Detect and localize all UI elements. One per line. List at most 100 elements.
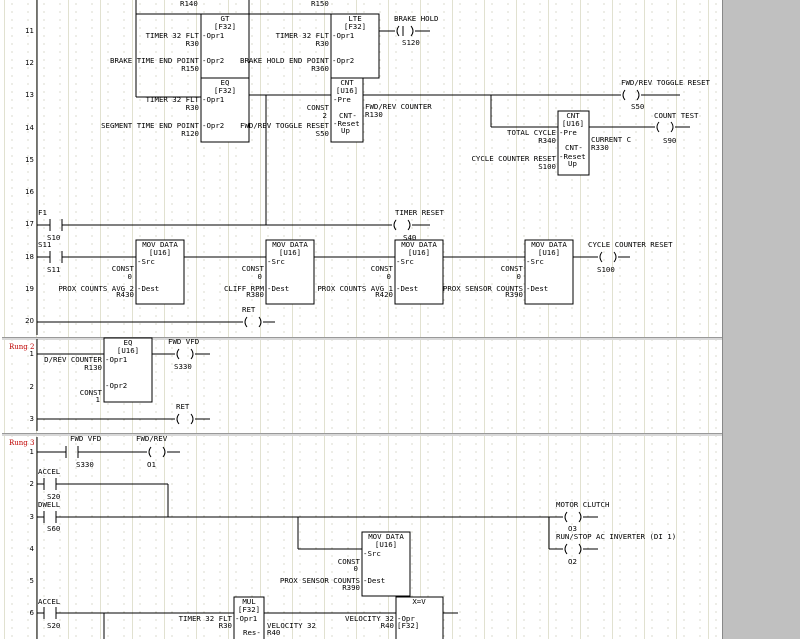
pin-label: -Opr2 [332,56,354,65]
block-title: MOV DATA [401,240,437,249]
pin-label: -Opr2 [202,121,224,130]
mov-data-block[interactable] [524,239,574,305]
block-type: [U16] [562,119,584,128]
coil-label: FWD VFD [168,337,199,346]
pin-label: -Dest [137,284,159,293]
row-number: 14 [25,124,34,132]
row-number: 18 [25,253,34,261]
row-number: 11 [25,27,34,35]
rung-label[interactable]: Rung 2 [9,343,35,351]
pin-label: -Src [526,257,544,266]
contact-label: F1 [38,208,47,217]
row-number: 1 [29,350,34,358]
const-label: CONST [307,103,330,112]
mov-data-block[interactable] [265,239,315,305]
dest-label: PROX COUNTS AVG 2 [58,284,134,293]
eq-block[interactable] [200,77,250,143]
dest-label: PROX SENSOR COUNTS [280,576,360,585]
pin-label: -Src [137,257,155,266]
counter-block-2[interactable] [557,110,590,176]
eq-block-2[interactable] [103,337,153,403]
pin-label: -Src [396,257,414,266]
block-title: EQ [124,338,133,347]
coil-address: S120 [402,38,420,47]
output-label: VELOCITY 32 [267,621,316,630]
reg-label: R380 [246,290,264,299]
contact-label: FWD VFD [70,434,101,443]
coil-address: S330 [174,362,192,371]
block-title: MOV DATA [531,240,567,249]
reg-label: S50 [316,129,329,138]
block-type: [U16] [336,86,358,95]
const-value: 2 [323,111,327,120]
block-title: CNT [566,111,580,120]
reg-label: R390 [505,290,523,299]
mul-block[interactable] [233,596,265,639]
row-number: 5 [29,577,34,585]
contact-address: S20 [47,621,60,630]
right-panel [722,0,800,639]
coil-address: S90 [663,136,676,145]
block-title: X=V [412,597,426,606]
rung-label[interactable]: Rung 3 [9,439,35,447]
input-label: D/REV COUNTER [44,355,102,364]
pin-label: Up [568,159,577,168]
coil-address: O2 [568,557,577,566]
const-value: 0 [517,272,521,281]
coils [148,25,674,555]
row-number: 3 [29,513,34,521]
pin-label: -Src [267,257,285,266]
contacts [43,219,79,619]
rung-separator [2,433,722,436]
reg-label: S100 [538,162,556,171]
xv-block[interactable] [395,596,444,639]
row-number: 2 [29,383,34,391]
pin-label: -Opr1 [105,355,127,364]
mov-data-block[interactable] [361,531,411,597]
contact-label: DWELL [38,500,61,509]
pin-label: -Dest [396,284,418,293]
reg-label: R150 [181,64,199,73]
output-label: CURRENT C [591,135,631,144]
block-type: [U16] [117,346,139,355]
block-type: [U16] [538,248,560,257]
ladder-canvas[interactable]: 11 12 13 14 15 16 17 18 19 20 Rung 2 1 2… [0,0,722,639]
const-value: 1 [96,395,100,404]
block-title: CNT [340,78,354,87]
pin-label: CNT- [339,111,357,120]
reg-label: R30 [316,39,329,48]
row-number: 3 [29,415,34,423]
input-label: TIMER 32 FLT [146,31,200,40]
contact-address: S60 [47,524,60,533]
const-value: 0 [128,272,132,281]
const-label: CONST [501,264,524,273]
input-label: SEGMENT TIME END POINT [101,121,199,130]
block-type: [F32] [214,22,236,31]
reg-label: R30 [186,39,199,48]
dest-label: PROX COUNTS AVG 1 [317,284,393,293]
mov-data-block[interactable] [394,239,444,305]
pin-label: -Reset [559,152,586,161]
pin-label: -Src [363,549,381,558]
counter-block[interactable] [330,77,364,143]
contact-address: S20 [47,492,60,501]
input-label: TOTAL CYCLE [507,128,556,137]
reg-label: R360 [311,64,329,73]
block-type: [F32] [344,22,366,31]
coil-label: TIMER RESET [395,208,444,217]
ladder-diagram[interactable]: R140 R150 GT [F32] TIMER 32 FLT -Opr1 R3… [0,0,722,639]
reg-label: R130 [365,110,383,119]
coil-label: RET [176,402,190,411]
reg-label: R420 [375,290,393,299]
pin-label: -Opr2 [105,381,127,390]
const-label: CONST [371,264,394,273]
contact-label: ACCEL [38,467,61,476]
const-value: 0 [387,272,391,281]
reg-label: R40 [381,621,394,630]
block-type: [F32] [397,621,419,630]
pin-label: -Dest [526,284,548,293]
mov-data-block[interactable] [135,239,185,305]
row-number: 17 [25,220,34,228]
row-number: 13 [25,91,34,99]
const-value: 0 [258,272,262,281]
